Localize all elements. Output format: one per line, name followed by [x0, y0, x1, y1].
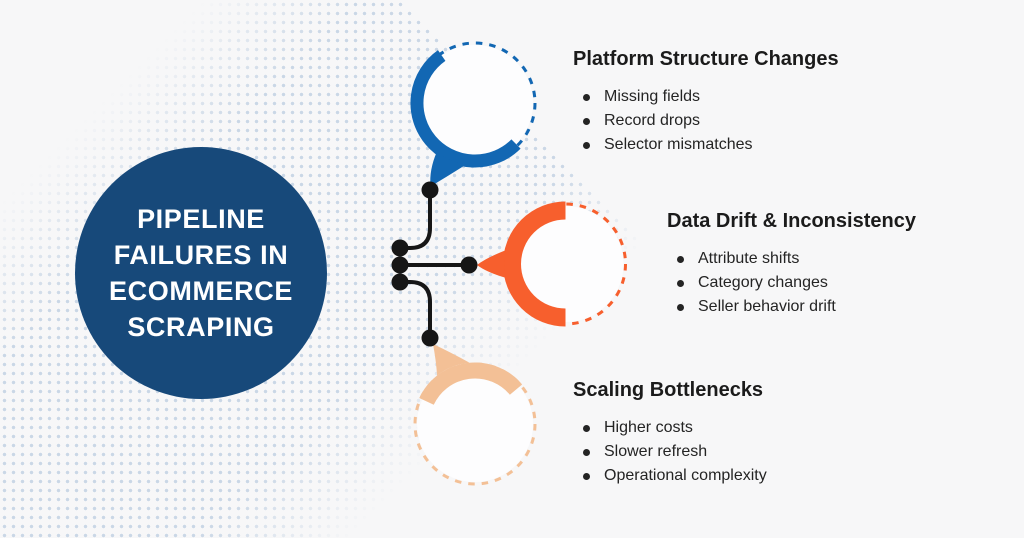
platform-node-tail — [430, 151, 467, 187]
drift-node — [477, 201, 627, 327]
connector-dot-middle-right — [460, 256, 478, 274]
title-circle: PIPELINE FAILURES IN ECOMMERCE SCRAPING — [75, 147, 327, 399]
connector-dot-top — [421, 181, 439, 199]
drift-node-tail — [477, 250, 506, 278]
bullet-item: Slower refresh — [573, 440, 903, 464]
platform-node — [410, 41, 537, 187]
bullet-item: Seller behavior drift — [667, 295, 997, 319]
bullet-item: Record drops — [573, 109, 903, 133]
drift-node-arc — [503, 201, 566, 327]
scaling-node-arc — [419, 362, 523, 406]
connector-line-top — [398, 188, 432, 250]
connector-dot-bottom — [421, 329, 439, 347]
section-drift-list: Attribute shifts Category changes Seller… — [667, 247, 997, 319]
connector-dot-left-1 — [391, 239, 409, 257]
section-scaling: Scaling Bottlenecks Higher costs Slower … — [573, 378, 903, 488]
section-scaling-title: Scaling Bottlenecks — [573, 379, 764, 401]
scaling-node-tail — [433, 344, 470, 376]
connector-line-bottom — [398, 280, 432, 340]
connector-dot-left-2 — [391, 256, 409, 274]
connector-lines — [398, 188, 471, 340]
title-line-2: FAILURES IN — [113, 240, 289, 270]
section-drift: Data Drift & Inconsistency Attribute shi… — [667, 209, 997, 319]
connector-dots — [391, 181, 478, 347]
platform-node-dashed-ring — [413, 41, 537, 165]
scaling-node-dashed-ring — [413, 362, 537, 486]
bullet-item: Missing fields — [573, 85, 903, 109]
drift-node-dashed-ring — [504, 202, 627, 326]
bullet-item: Category changes — [667, 271, 997, 295]
section-platform: Platform Structure Changes Missing field… — [573, 47, 903, 157]
drift-node-face — [507, 206, 624, 322]
bullet-item: Selector mismatches — [573, 133, 903, 157]
bullet-item: Operational complexity — [573, 464, 903, 488]
scaling-node-face — [417, 366, 533, 482]
bullet-item: Attribute shifts — [667, 247, 997, 271]
title-line-4: SCRAPING — [127, 312, 275, 342]
title-line-3: ECOMMERCE — [109, 276, 293, 306]
section-platform-list: Missing fields Record drops Selector mis… — [573, 85, 903, 157]
scaling-node — [413, 344, 537, 486]
title-line-1: PIPELINE — [137, 204, 265, 234]
section-platform-title: Platform Structure Changes — [573, 48, 839, 70]
connector-dot-left-3 — [391, 273, 409, 291]
section-scaling-list: Higher costs Slower refresh Operational … — [573, 416, 903, 488]
section-drift-title: Data Drift & Inconsistency — [667, 210, 916, 232]
bullet-item: Higher costs — [573, 416, 903, 440]
platform-node-arc — [410, 50, 521, 168]
platform-node-face — [417, 45, 533, 161]
